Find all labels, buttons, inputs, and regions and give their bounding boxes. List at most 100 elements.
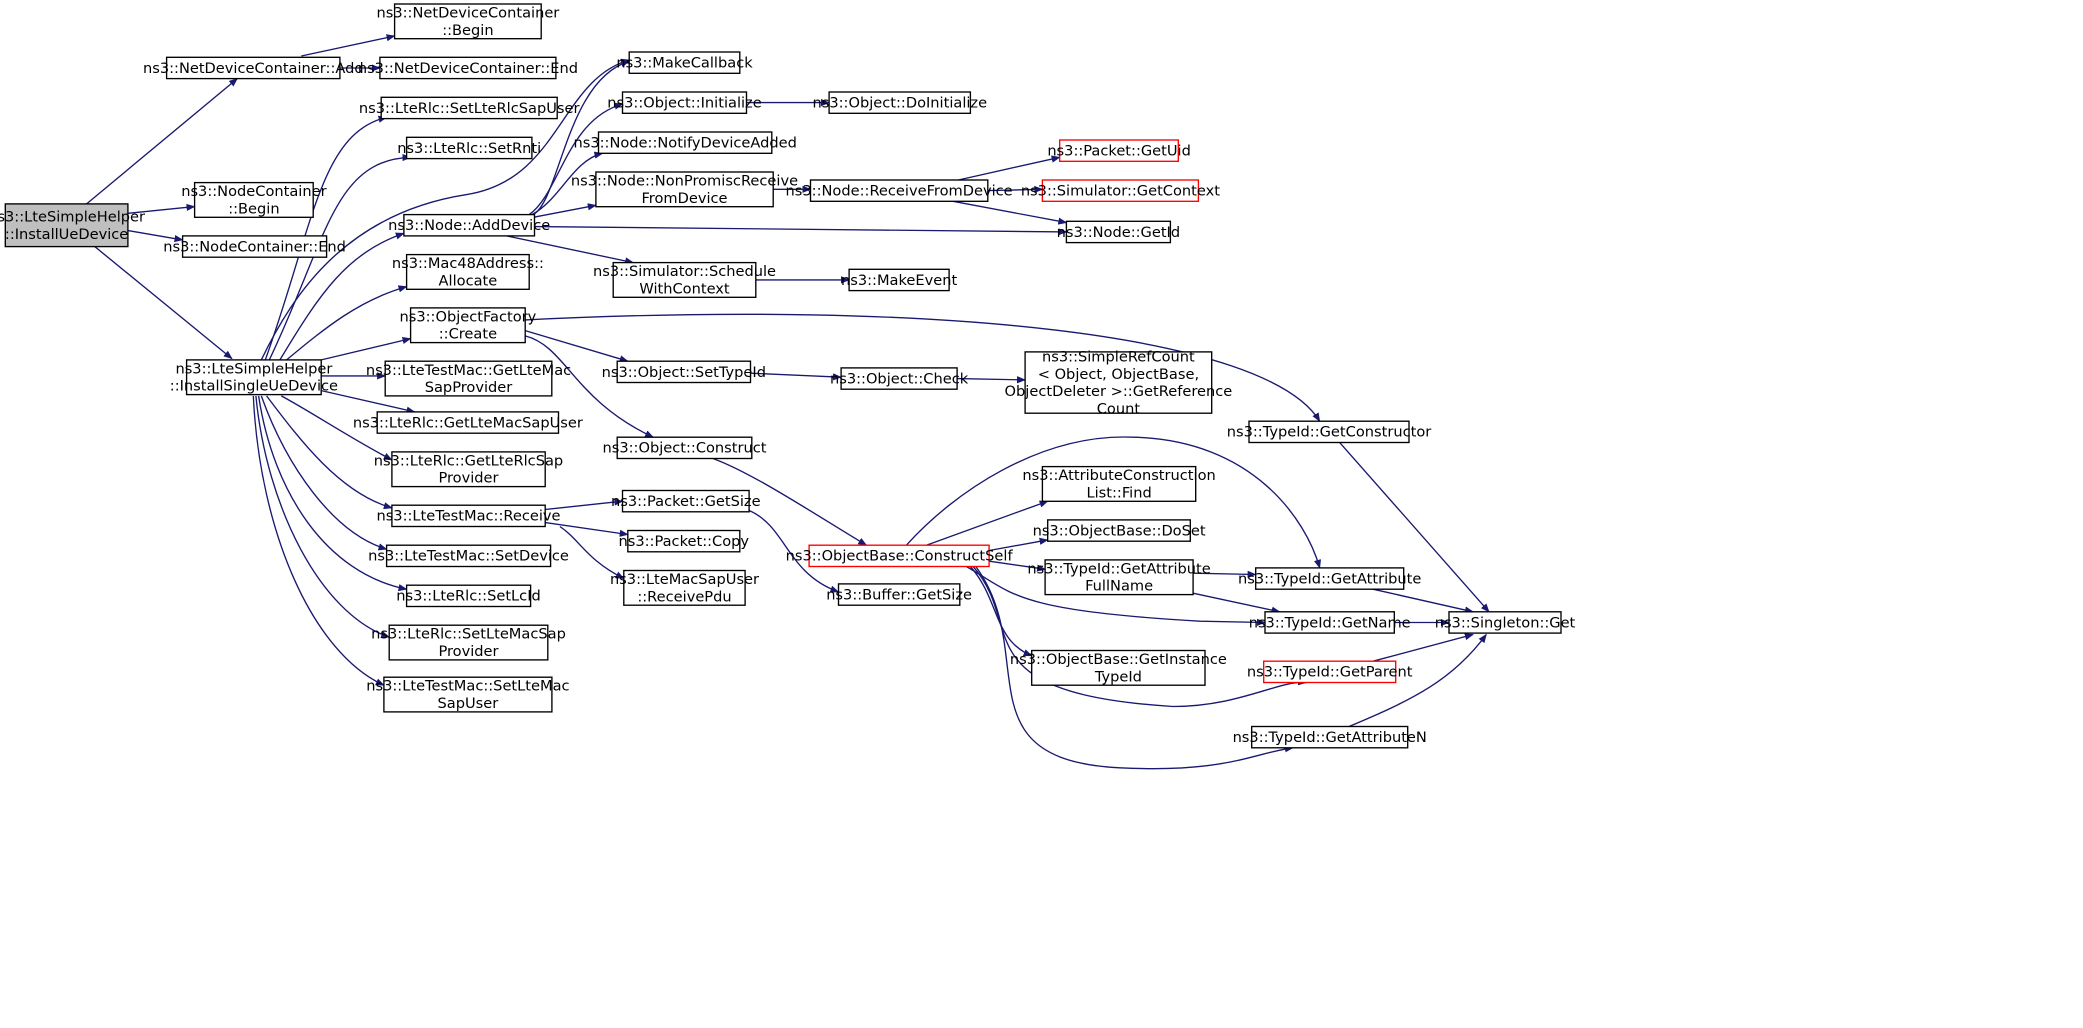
call-edge-root-to-ndc_add <box>86 78 238 205</box>
node-node-notify[interactable]: ns3::Node::NotifyDeviceAdded <box>573 131 797 154</box>
node-label: FullName <box>1085 578 1153 595</box>
node-label: ns3::AttributeConstruction <box>1022 467 1215 484</box>
node-root[interactable]: ns3::LteSimpleHelper::InstallUeDevice <box>0 203 145 248</box>
node-obj-check[interactable]: ns3::Object::Check <box>830 367 969 390</box>
node-box <box>1041 179 1200 202</box>
node-of-create[interactable]: ns3::ObjectFactory::Create <box>399 307 537 344</box>
call-edge-typeid_getattributen-to-singleton_get <box>1348 633 1487 728</box>
node-box <box>1263 660 1397 684</box>
node-singleton-get[interactable]: ns3::Singleton::Get <box>1435 611 1576 634</box>
node-install-single[interactable]: ns3::LteSimpleHelper::InstallSingleUeDev… <box>170 359 338 396</box>
node-nc-end[interactable]: ns3::NodeContainer::End <box>163 235 346 258</box>
node-sim-getcontext[interactable]: ns3::Simulator::GetContext <box>1021 179 1220 202</box>
node-label: ns3::Object::Initialize <box>607 95 761 112</box>
node-obj-doinitialize[interactable]: ns3::Object::DoInitialize <box>813 91 988 114</box>
call-edge-install_single-to-makecallback <box>260 58 631 361</box>
node-box <box>1065 220 1172 244</box>
node-label: ns3::MakeCallback <box>616 55 753 72</box>
node-label: ::Begin <box>228 200 279 217</box>
node-label: ns3::Mac48Address:: <box>392 255 544 272</box>
call-edge-of_create-to-obj_construct <box>525 335 655 438</box>
node-label: ns3::LteRlc::SetRnti <box>397 140 541 157</box>
node-packet-getsize[interactable]: ns3::Packet::GetSize <box>611 489 761 513</box>
node-box <box>409 307 526 344</box>
node-label: ns3::ObjectBase::GetInstance <box>1010 651 1227 668</box>
node-objbase-doset[interactable]: ns3::ObjectBase::DoSet <box>1033 519 1206 542</box>
node-obj-construct[interactable]: ns3::Object::Construct <box>602 436 767 460</box>
node-label: ns3::TypeId::GetAttribute <box>1238 570 1421 587</box>
node-label: ns3::Simulator::Schedule <box>593 263 776 280</box>
node-obj-settypeid[interactable]: ns3::Object::SetTypeId <box>602 360 766 384</box>
node-packet-copy[interactable]: ns3::Packet::Copy <box>619 529 750 553</box>
node-node-getid[interactable]: ns3::Node::GetId <box>1057 220 1180 244</box>
node-testmac-receive[interactable]: ns3::LteTestMac::Receive <box>376 504 561 528</box>
node-packet-getuid[interactable]: ns3::Packet::GetUid <box>1047 139 1191 162</box>
node-label: ns3::LteRlc::GetLteMacSapUser <box>353 414 583 431</box>
node-box <box>616 360 752 384</box>
node-label: ns3::NetDeviceContainer::End <box>358 60 578 77</box>
node-testmac-setdevice[interactable]: ns3::LteTestMac::SetDevice <box>368 544 569 568</box>
node-rlc-getmacsapuser[interactable]: ns3::LteRlc::GetLteMacSapUser <box>353 411 583 434</box>
node-typeid-getname[interactable]: ns3::TypeId::GetName <box>1249 611 1411 634</box>
node-label: ns3::Packet::GetSize <box>611 493 761 510</box>
node-objbase-constructself[interactable]: ns3::ObjectBase::ConstructSelf <box>786 544 1014 568</box>
call-edge-testmac_receive-to-packet_getsize <box>535 498 624 512</box>
node-typeid-getconstructor[interactable]: ns3::TypeId::GetConstructor <box>1227 420 1432 444</box>
call-edge-install_single-to-rlc_setmacsapprov <box>255 395 391 638</box>
node-box <box>840 367 958 390</box>
call-edge-install_single-to-testmac_setdevice <box>260 395 388 551</box>
call-edge-node_adddevice-to-node_notify <box>531 151 604 216</box>
node-label: ns3::SimpleRefCount <box>1042 349 1195 366</box>
node-makecallback[interactable]: ns3::MakeCallback <box>616 51 753 74</box>
node-label: ::Create <box>439 326 497 343</box>
node-rlc-setlcid[interactable]: ns3::LteRlc::SetLcId <box>396 584 541 608</box>
node-makeevent[interactable]: ns3::MakeEvent <box>841 268 958 292</box>
node-nc-begin[interactable]: ns3::NodeContainer::Begin <box>181 181 327 218</box>
call-edge-testmac_receive-to-packet_copy <box>535 520 629 537</box>
node-macsapuser-recvpdu[interactable]: ns3::LteMacSapUser::ReceivePdu <box>610 569 759 606</box>
node-typeid-getparent[interactable]: ns3::TypeId::GetParent <box>1247 660 1413 684</box>
node-typeid-getattribute[interactable]: ns3::TypeId::GetAttribute <box>1238 567 1421 590</box>
node-buffer-getsize[interactable]: ns3::Buffer::GetSize <box>826 583 972 606</box>
node-ndc-begin[interactable]: ns3::NetDeviceContainer::Begin <box>376 3 559 40</box>
node-box <box>627 529 741 553</box>
call-edge-objbase_constructself-to-typeid_getattribute <box>905 436 1321 569</box>
node-label: ns3::NetDeviceContainer::Add <box>143 60 364 77</box>
node-simplerefcount[interactable]: ns3::SimpleRefCount< Object, ObjectBase,… <box>1005 349 1233 418</box>
call-edge-install_single-to-rlc_setrnti <box>268 153 412 361</box>
node-box <box>809 179 989 202</box>
node-typeid-getattributen[interactable]: ns3::TypeId::GetAttributeN <box>1233 725 1427 749</box>
node-rlc-setsapuser[interactable]: ns3::LteRlc::SetLteRlcSapUser <box>359 96 580 120</box>
node-label: Provider <box>438 643 498 660</box>
node-rlc-setrnti[interactable]: ns3::LteRlc::SetRnti <box>397 136 541 160</box>
node-ndc-add[interactable]: ns3::NetDeviceContainer::Add <box>143 56 364 80</box>
node-mac48-allocate[interactable]: ns3::Mac48Address::Allocate <box>392 253 544 290</box>
node-label: ns3::Singleton::Get <box>1435 614 1576 631</box>
node-obj-initialize[interactable]: ns3::Object::Initialize <box>607 91 762 114</box>
call-edge-typeid_getparent-to-singleton_get <box>1372 633 1474 662</box>
call-edge-install_single-to-rlc_setlcid <box>257 395 408 592</box>
call-edge-obj_construct-to-objbase_constructself <box>712 457 868 546</box>
node-box <box>837 583 961 606</box>
node-box <box>393 3 542 40</box>
call-edge-testmac_receive-to-macsapuser_recvpdu <box>559 525 625 580</box>
node-node-recvfromdev[interactable]: ns3::Node::ReceiveFromDevice <box>786 179 1013 202</box>
node-box <box>828 91 972 114</box>
node-ndc-end[interactable]: ns3::NetDeviceContainer::End <box>358 56 578 80</box>
call-edge-node_adddevice-to-node_nonpromisc <box>533 203 597 218</box>
node-label: ns3::Node::AddDevice <box>388 217 550 234</box>
node-node-adddevice[interactable]: ns3::Node::AddDevice <box>388 213 550 237</box>
node-label: ns3::ObjectBase::ConstructSelf <box>786 548 1014 565</box>
call-edge-node_recvfromdev-to-sim_getcontext <box>987 185 1044 194</box>
call-edge-of_create-to-typeid_getconstructor <box>525 313 1321 422</box>
